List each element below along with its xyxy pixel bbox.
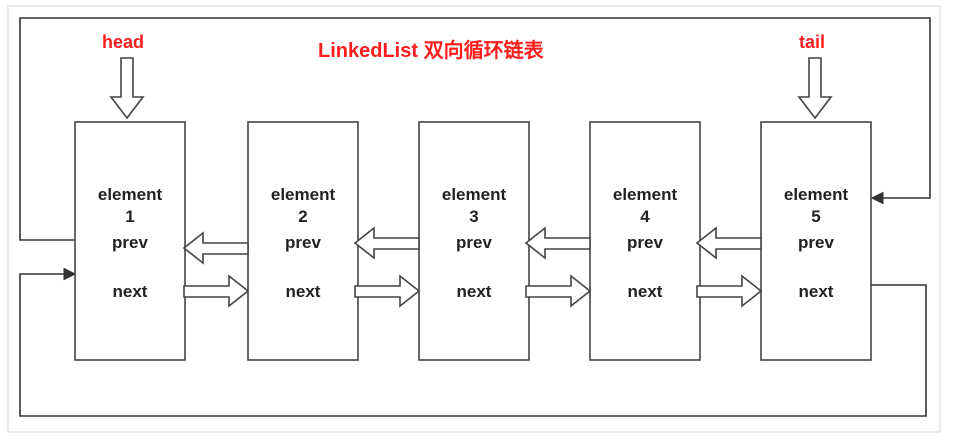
node-prev-label: prev (112, 233, 148, 252)
list-node-3: element 3 prev next (418, 121, 530, 361)
node-index-label: 2 (298, 207, 307, 226)
node-element-label: element (613, 185, 678, 204)
node1-next-loop-line (19, 267, 927, 417)
node-box (589, 121, 701, 361)
node-element-label: element (98, 185, 163, 204)
node-box (74, 121, 186, 361)
node-next-label: next (799, 282, 834, 301)
list-node-5: element 5 prev next (760, 121, 872, 361)
outer-frame (7, 5, 941, 433)
list-node-1: element 1 prev next (74, 121, 186, 361)
node-element-label: element (784, 185, 849, 204)
node-index-label: 1 (125, 207, 134, 226)
next-arrow-3-to-4-icon (525, 274, 592, 308)
node-next-label: next (113, 282, 148, 301)
node-prev-label: prev (456, 233, 492, 252)
node5-prev-loop-line (19, 17, 931, 241)
node-box (418, 121, 530, 361)
prev-arrow-2-to-1-icon (182, 231, 249, 265)
next-arrow-4-to-5-icon (696, 274, 763, 308)
node-box (760, 121, 872, 361)
node-next-label: next (286, 282, 321, 301)
node-index-label: 4 (640, 207, 650, 226)
node-next-label: next (457, 282, 492, 301)
node-prev-label: prev (798, 233, 834, 252)
list-node-4: element 4 prev next (589, 121, 701, 361)
node-prev-label: prev (285, 233, 321, 252)
node-prev-label: prev (627, 233, 663, 252)
node-index-label: 3 (469, 207, 478, 226)
node-next-label: next (628, 282, 663, 301)
tail-arrow-icon (797, 57, 833, 120)
prev-arrow-3-to-2-icon (353, 226, 420, 260)
node-index-label: 5 (811, 207, 820, 226)
prev-arrow-4-to-3-icon (524, 226, 591, 260)
head-arrow-icon (109, 57, 145, 120)
list-node-2: element 2 prev next (247, 121, 359, 361)
next-arrow-1-to-2-icon (183, 274, 250, 308)
diagram-title: LinkedList 双向循环链表 (318, 40, 544, 62)
prev-arrow-5-to-4-icon (695, 226, 762, 260)
tail-pointer-label: tail (799, 32, 826, 52)
node-element-label: element (271, 185, 336, 204)
node-element-label: element (442, 185, 507, 204)
next-arrow-2-to-3-icon (354, 274, 421, 308)
head-pointer-label: head (102, 32, 145, 52)
